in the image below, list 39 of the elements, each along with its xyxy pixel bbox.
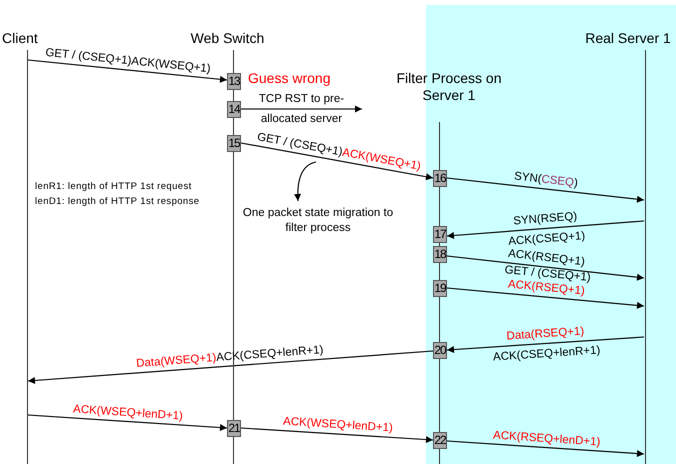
message-arrow [28, 59, 228, 83]
step-number-box: 16 [433, 170, 447, 187]
message-arrow [446, 440, 644, 458]
message-arrow [294, 161, 316, 202]
message-arrow [28, 414, 228, 432]
step-number-box: 19 [433, 280, 447, 297]
step-number-box: 15 [227, 135, 241, 152]
step-number-box: 17 [433, 226, 447, 243]
step-number-box: 20 [433, 342, 447, 359]
step-number-box: 13 [227, 73, 241, 90]
step-note: Guess wrong [248, 70, 330, 86]
step-number-box: 18 [433, 246, 447, 263]
lifeline-title: Web Switch [190, 30, 266, 47]
step-number-box: 21 [227, 420, 241, 437]
message-arrow [240, 142, 434, 180]
message-label: TCP RST to pre-allocated server [258, 92, 346, 127]
note-text: lenR1: length of HTTP 1st request [35, 181, 192, 192]
lifeline-title: Client [2, 30, 39, 47]
message-arrow [28, 350, 434, 384]
message-arrow [446, 177, 644, 203]
message-arrow [241, 106, 362, 112]
message-arrow [446, 336, 644, 354]
note-text: lenD1: length of HTTP 1st response [35, 196, 200, 207]
lifeline-title: Real Server 1 [584, 30, 672, 47]
message-arrow [446, 255, 644, 281]
message-arrow [446, 287, 644, 309]
message-label: ACK(WSEQ+lenD+1) [72, 402, 184, 424]
lifeline-title: Filter Process on Server 1 [396, 70, 502, 104]
message-label: SYN(RSEQ) ACK(CSEQ+1) [506, 209, 586, 249]
message-arrow [446, 220, 644, 239]
message-label: Data(WSEQ+1)ACK(CSEQ+lenR+1) [136, 343, 324, 371]
message-label: ACK(RSEQ+lenD+1) [492, 428, 600, 450]
step-number-box: 14 [227, 101, 241, 118]
message-label: Data(RSEQ+1) ACK(CSEQ+lenR+1) [491, 324, 602, 365]
step-number-box: 22 [433, 432, 447, 449]
message-label: ACK(WSEQ+lenD+1) [282, 414, 393, 436]
annotation-text: One packet state migration to filter process [238, 206, 398, 236]
message-label: SYN(CSEQ) [514, 170, 579, 191]
message-arrow [240, 427, 434, 444]
